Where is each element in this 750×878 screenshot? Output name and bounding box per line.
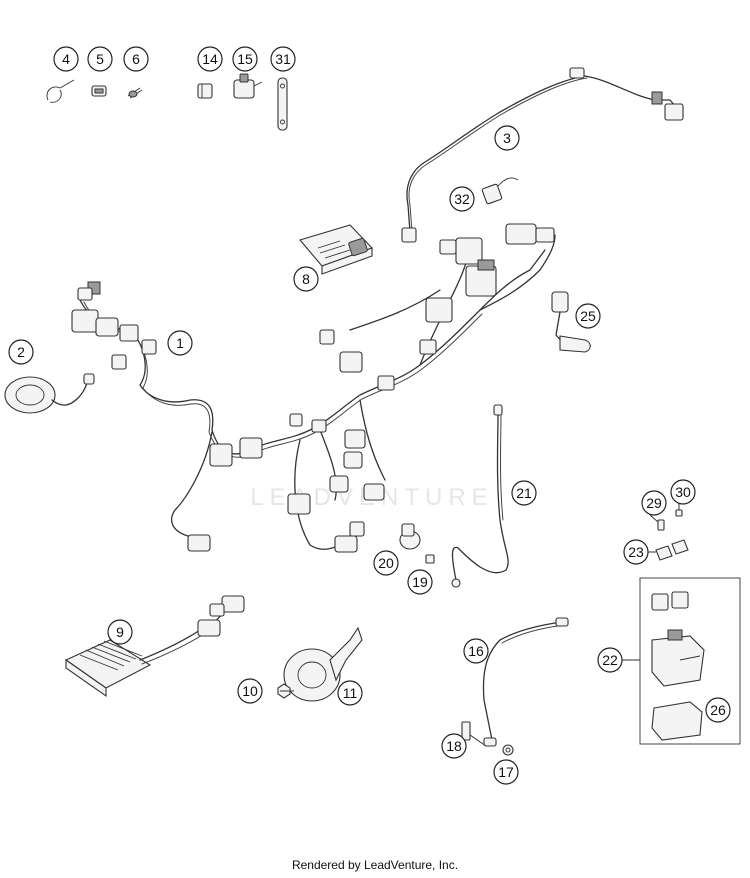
svg-text:26: 26 <box>710 702 726 718</box>
part-19-nut <box>425 554 435 564</box>
callout-4: 4 <box>53 46 79 72</box>
svg-text:9: 9 <box>116 624 124 640</box>
callout-23: 23 <box>623 539 649 565</box>
svg-text:15: 15 <box>237 51 253 67</box>
callout-9: 9 <box>107 619 133 645</box>
svg-text:14: 14 <box>202 51 218 67</box>
part-29-screw <box>657 519 665 531</box>
svg-text:5: 5 <box>96 51 104 67</box>
part-11-horn <box>283 626 363 702</box>
part-26-cover <box>651 701 703 741</box>
callout-6: 6 <box>123 46 149 72</box>
part-25-spark-plug-connector <box>551 291 591 353</box>
part-22-relay-box <box>639 577 741 745</box>
callout-15: 15 <box>232 46 258 72</box>
part-17-washer <box>502 744 514 756</box>
svg-text:22: 22 <box>602 652 618 668</box>
callout-21: 21 <box>511 480 537 506</box>
part-31-bracket <box>277 77 288 131</box>
callout-18: 18 <box>441 733 467 759</box>
part-30-screw <box>675 509 683 517</box>
callout-22: 22 <box>597 647 623 673</box>
svg-text:16: 16 <box>468 643 484 659</box>
callout-19: 19 <box>407 569 433 595</box>
svg-text:18: 18 <box>446 738 462 754</box>
part-5-connector <box>91 85 107 97</box>
svg-text:31: 31 <box>275 51 291 67</box>
footer-credit: Rendered by LeadVenture, Inc. <box>291 858 459 872</box>
callout-8: 8 <box>293 266 319 292</box>
part-23-gaskets <box>655 539 689 561</box>
callout-26: 26 <box>705 697 731 723</box>
callout-16: 16 <box>463 638 489 664</box>
svg-text:1: 1 <box>176 335 184 351</box>
part-20-sensor <box>399 523 421 550</box>
part-8-control-unit <box>299 224 373 275</box>
callout-17: 17 <box>493 759 519 785</box>
part-21-cable <box>451 404 509 588</box>
callout-3: 3 <box>494 125 520 151</box>
callout-2: 2 <box>8 339 34 365</box>
svg-text:19: 19 <box>412 574 428 590</box>
callout-29: 29 <box>641 490 667 516</box>
svg-text:20: 20 <box>378 555 394 571</box>
callout-31: 31 <box>270 46 296 72</box>
part-6-terminal <box>127 87 143 99</box>
callout-30: 30 <box>670 479 696 505</box>
svg-text:25: 25 <box>580 308 596 324</box>
part-14-connector <box>197 83 213 99</box>
callout-14: 14 <box>197 46 223 72</box>
svg-text:21: 21 <box>516 485 532 501</box>
svg-text:2: 2 <box>17 344 25 360</box>
part-9-regulator <box>64 595 245 698</box>
svg-text:4: 4 <box>62 51 70 67</box>
svg-text:11: 11 <box>343 685 358 701</box>
part-16-ground-cable <box>482 617 569 747</box>
part-32-connector <box>481 177 519 205</box>
part-15-relay-connector <box>233 73 263 99</box>
callout-1: 1 <box>167 330 193 356</box>
svg-text:32: 32 <box>454 191 470 207</box>
svg-text:29: 29 <box>646 495 662 511</box>
callout-10: 10 <box>237 678 263 704</box>
svg-text:23: 23 <box>628 544 644 560</box>
part-3-harness <box>401 67 684 243</box>
part-2-sensor-harness <box>4 373 95 414</box>
callout-32: 32 <box>449 186 475 212</box>
svg-text:6: 6 <box>132 51 140 67</box>
svg-text:30: 30 <box>675 484 691 500</box>
svg-text:10: 10 <box>242 683 258 699</box>
part-18-bolt <box>461 721 471 741</box>
svg-text:17: 17 <box>498 764 514 780</box>
part-4-cable-tie <box>46 79 75 103</box>
part-1-main-harness <box>71 223 556 553</box>
callout-11: 11 <box>337 680 363 706</box>
svg-text:8: 8 <box>302 271 310 287</box>
callout-20: 20 <box>373 550 399 576</box>
callout-25: 25 <box>575 303 601 329</box>
callout-5: 5 <box>87 46 113 72</box>
svg-text:3: 3 <box>503 130 511 146</box>
